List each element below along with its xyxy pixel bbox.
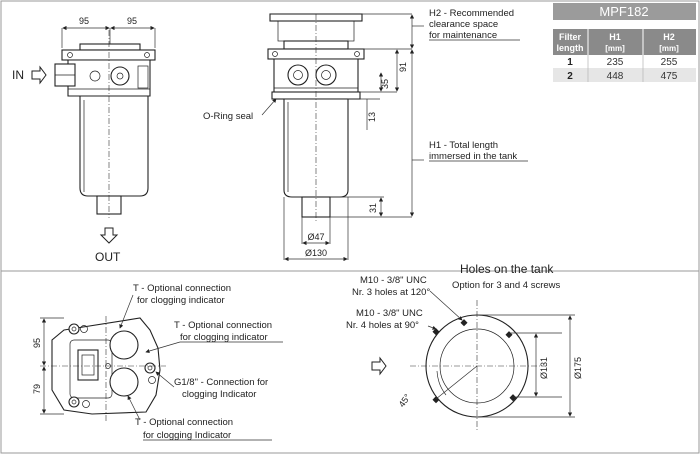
dim-91: 91 [398, 62, 408, 72]
dim-d131: Ø131 [539, 357, 549, 379]
h2-line2: clearance space [429, 19, 498, 30]
model-header-bg [553, 3, 696, 20]
row1-length: 1 [567, 57, 573, 68]
inlet-arrow-icon [31, 65, 47, 85]
table-row [553, 55, 696, 68]
m10-b-line2: Nr. 4 holes at 90° [346, 320, 419, 331]
h1-line2: immersed in the tank [429, 151, 517, 162]
col-h1: H1 [609, 32, 621, 42]
row2-h1: 448 [607, 71, 624, 82]
m10-a-line2: Nr. 3 holes at 120° [352, 287, 430, 298]
oring-label: O-Ring seal [203, 111, 253, 122]
dim-45deg: 45° [397, 392, 413, 409]
col-filter: Filter [559, 32, 582, 42]
t-bot-line2: for clogging Indicator [143, 430, 231, 441]
holes-title: Holes on the tank [460, 262, 554, 276]
side-view: O-Ring seal 91 35 13 31 H2 - Recommended… [203, 8, 528, 262]
row1-h2: 255 [661, 57, 678, 68]
hole-marker [509, 394, 517, 402]
m10-b-line1: M10 - 3/8" UNC [356, 308, 423, 319]
inlet-arrow-icon [371, 356, 387, 376]
dim-95-right: 95 [127, 16, 137, 26]
dim-d130: Ø130 [305, 248, 327, 258]
row1-h1: 235 [607, 57, 624, 68]
t-mid-line2: for clogging indicator [180, 332, 268, 343]
table-header-bg [553, 29, 696, 55]
h1-line1: H1 - Total length [429, 140, 498, 151]
front-view: 95 95 IN OUT [12, 16, 156, 264]
dim-95-left: 95 [79, 16, 89, 26]
out-label: OUT [95, 250, 121, 264]
t-bot-line1: T - Optional connection [135, 417, 233, 428]
h2-line1: H2 - Recommended [429, 8, 514, 19]
spec-table: MPF182 Filter length H1 [mm] H2 [mm] 1 2… [553, 3, 696, 82]
holes-subtitle: Option for 3 and 4 screws [452, 280, 560, 291]
m10-a-line1: M10 - 3/8" UNC [360, 275, 427, 286]
row2-length: 2 [567, 71, 573, 82]
col-h2: H2 [663, 32, 675, 42]
model-title: MPF182 [599, 4, 648, 19]
col-h2-unit: [mm] [659, 44, 679, 53]
col-h1-unit: [mm] [605, 44, 625, 53]
hole-marker [432, 328, 440, 336]
t-mid-line1: T - Optional connection [174, 320, 272, 331]
t-top-line1: T - Optional connection [133, 283, 231, 294]
g18-line1: G1/8" - Connection for [174, 377, 268, 388]
h2-line3: for maintenance [429, 30, 497, 41]
table-row [553, 68, 696, 82]
dim-d47: Ø47 [307, 232, 324, 242]
in-label: IN [12, 68, 24, 82]
outlet-arrow-icon [99, 227, 119, 244]
t-top-line2: for clogging indicator [137, 295, 225, 306]
dim-79: 79 [32, 384, 42, 394]
hole-marker [460, 319, 468, 327]
col-filter-2: length [557, 43, 584, 53]
dim-d175: Ø175 [573, 357, 583, 379]
dim-31: 31 [368, 203, 378, 213]
row2-h2: 475 [661, 71, 678, 82]
dim-13: 13 [367, 112, 377, 122]
tank-holes-view: Holes on the tank Option for 3 and 4 scr… [346, 262, 583, 432]
top-view: 95 79 T - Optional connection for cloggi… [32, 283, 283, 441]
dim-35: 35 [380, 79, 390, 89]
g18-line2: clogging Indicator [182, 389, 256, 400]
dim-95-side: 95 [32, 338, 42, 348]
